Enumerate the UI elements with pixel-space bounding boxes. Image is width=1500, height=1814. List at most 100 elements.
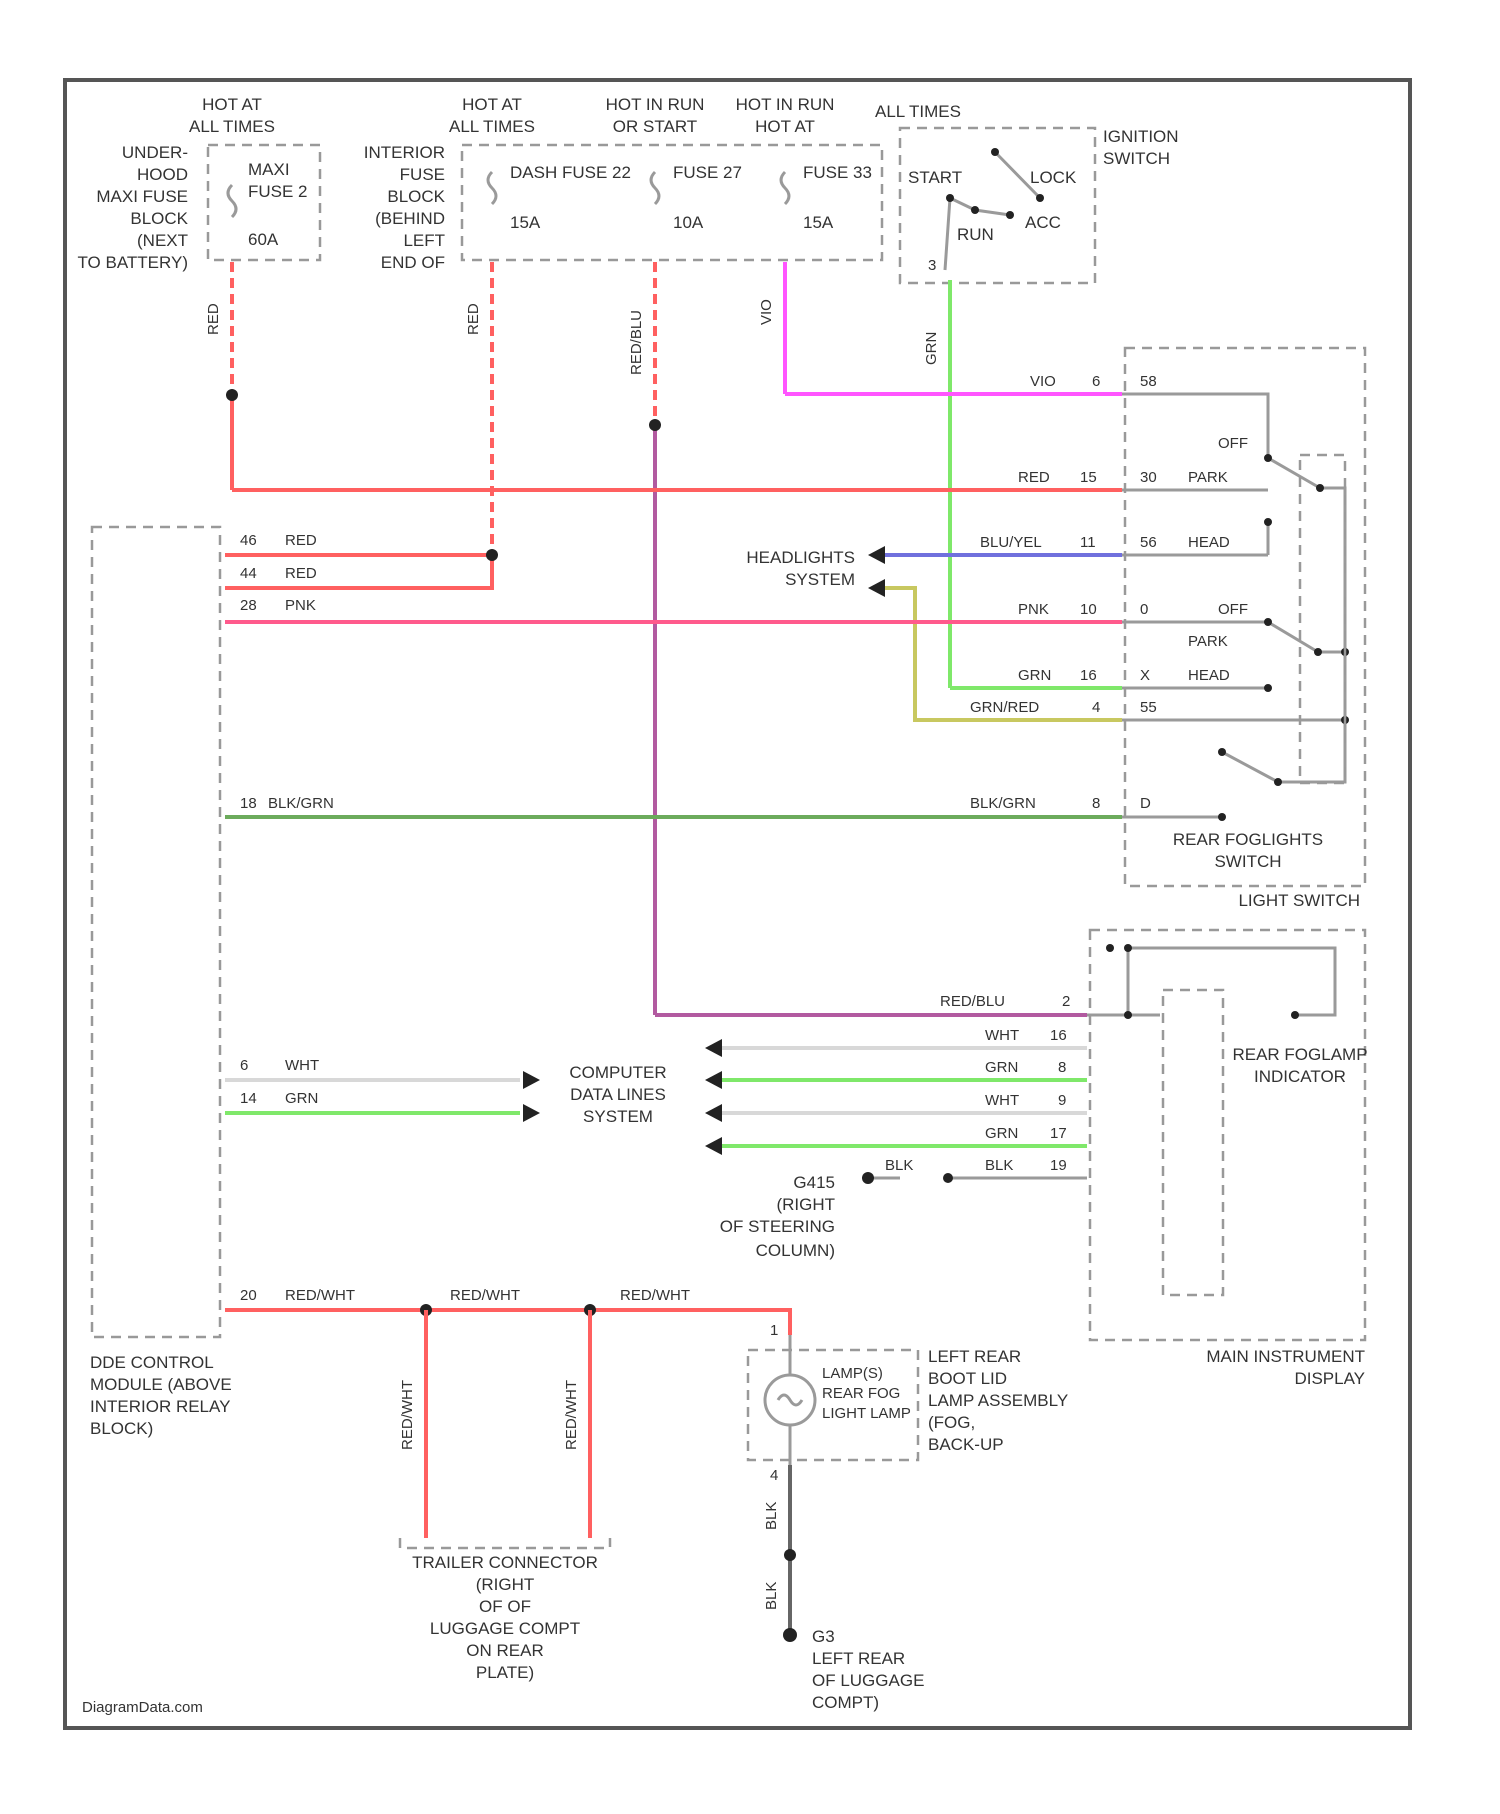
rear-foglights-switch-label: SWITCH <box>1214 852 1281 871</box>
indicator-node <box>1291 1011 1299 1019</box>
indicator-node <box>1106 944 1114 952</box>
wire-color-label: GRN <box>985 1125 1018 1142</box>
ignition-contact <box>1036 194 1044 202</box>
wire-red-wht-20 <box>225 1310 790 1335</box>
rear-foglamp-indicator-label: REAR FOGLAMP <box>1232 1045 1367 1064</box>
rear-foglamp-indicator-label: INDICATOR <box>1254 1067 1346 1086</box>
wire-color-label: BLK <box>763 1582 780 1610</box>
lamp-label: REAR FOG <box>822 1385 900 1402</box>
fuse-33-symbol <box>781 172 789 204</box>
data-line-arrow <box>705 1137 722 1155</box>
ground-g3-label: LEFT REAR <box>812 1649 905 1668</box>
dde-module-label: MODULE (ABOVE <box>90 1375 232 1394</box>
ignition-contact <box>1006 211 1014 219</box>
headlights-arrow <box>868 579 885 597</box>
underhood-fuse-block-label: (NEXT <box>137 231 188 250</box>
trailer-connector-label: TRAILER CONNECTOR <box>412 1553 598 1572</box>
data-line-arrow <box>705 1071 722 1089</box>
ignition-start-label: START <box>908 168 962 187</box>
fuse-22-rating: 15A <box>510 213 541 232</box>
ground-g3-label: G3 <box>812 1627 835 1646</box>
fuse-33-rating: 15A <box>803 213 834 232</box>
left-rear-lamp-assembly-label: LEFT REAR <box>928 1347 1021 1366</box>
wire-color-label: PNK <box>285 597 316 614</box>
dde-control-module-box <box>92 527 220 1337</box>
wire-color-label: RED/BLU <box>940 993 1005 1010</box>
switch-position-label: HEAD <box>1188 534 1230 551</box>
pin-label: 1 <box>770 1322 778 1339</box>
ignition-contact <box>971 206 979 214</box>
pin-label: 16 <box>1050 1027 1067 1044</box>
computer-data-lines-label: SYSTEM <box>583 1107 653 1126</box>
switch-contact <box>1264 454 1272 462</box>
left-rear-lamp-assembly-label: BACK-UP <box>928 1435 1004 1454</box>
wire-color-label: GRN <box>923 332 940 365</box>
switch-contact <box>1218 748 1226 756</box>
fuse-22-symbol <box>488 172 496 204</box>
rear-foglights-switch-label: REAR FOGLIGHTS <box>1173 830 1323 849</box>
ignition-lock-label: LOCK <box>1030 168 1077 187</box>
ignition-contact <box>946 194 954 202</box>
splice-node <box>226 389 238 401</box>
trailer-connector-label: PLATE) <box>476 1663 534 1682</box>
data-line-arrow <box>523 1071 540 1089</box>
wire-color-label: RED/WHT <box>563 1380 580 1450</box>
pin-label: 9 <box>1058 1092 1066 1109</box>
ignition-acc-label: ACC <box>1025 213 1061 232</box>
wire-color-label: RED/BLU <box>628 310 645 375</box>
wire-color-label: RED/WHT <box>620 1287 690 1304</box>
lamp-label: LIGHT LAMP <box>822 1405 911 1422</box>
pin-label: 10 <box>1080 601 1097 618</box>
light-switch-label: LIGHT SWITCH <box>1238 891 1360 910</box>
dde-module-label: DDE CONTROL <box>90 1353 214 1372</box>
headlights-system-label: SYSTEM <box>785 570 855 589</box>
switch-position-label: PARK <box>1188 633 1228 650</box>
switch-contact <box>1264 618 1272 626</box>
wire-color-label: GRN <box>285 1090 318 1107</box>
fuse-27-symbol <box>651 172 659 204</box>
interior-fuse-block-label: BLOCK <box>387 187 445 206</box>
headlights-system-label: HEADLIGHTS <box>746 548 855 567</box>
trailer-connector-label: OF OF <box>479 1597 531 1616</box>
pin-label: D <box>1140 795 1151 812</box>
pin-label: 19 <box>1050 1157 1067 1174</box>
dde-pin: 46 <box>240 532 257 549</box>
diagram-frame <box>65 80 1410 1728</box>
switch-position-label: OFF <box>1218 435 1248 452</box>
dde-pin: 6 <box>240 1057 248 1074</box>
pin-label: 56 <box>1140 534 1157 551</box>
wire-color-label: PNK <box>1018 601 1049 618</box>
hot-all-times-label: HOT AT <box>462 95 522 114</box>
main-instrument-display-box <box>1090 930 1365 1340</box>
ground-g415-label: OF STEERING <box>720 1217 835 1236</box>
ignition-pin-label: 3 <box>928 257 936 274</box>
ground-g3-label: COMPT) <box>812 1693 879 1712</box>
ground-g3-icon <box>783 1628 797 1642</box>
maxi-fuse-symbol <box>228 185 236 217</box>
dde-module-label: INTERIOR RELAY <box>90 1397 230 1416</box>
wire-color-label: BLK <box>985 1157 1013 1174</box>
all-times-label: ALL TIMES <box>875 102 961 121</box>
wire-color-label: WHT <box>285 1057 319 1074</box>
rear-foglamp-indicator-circuit <box>1087 948 1335 1015</box>
rear-foglights-switch-box <box>1300 455 1345 783</box>
switch-contact <box>1316 484 1324 492</box>
ground-node <box>784 1549 796 1561</box>
splice-node <box>649 419 661 431</box>
splice-node <box>486 549 498 561</box>
left-rear-lamp-assembly-label: LAMP ASSEMBLY <box>928 1391 1068 1410</box>
pin-label: 18 <box>240 795 257 812</box>
wire-color-label: GRN/RED <box>970 699 1039 716</box>
wire-color-label: RED/WHT <box>450 1287 520 1304</box>
wire-color-label: RED <box>285 532 317 549</box>
hot-all-times-label: ALL TIMES <box>449 117 535 136</box>
wire-red-44 <box>225 555 492 588</box>
underhood-fuse-block-label: TO BATTERY) <box>77 253 188 272</box>
underhood-fuse-block-label: HOOD <box>137 165 188 184</box>
left-rear-lamp-assembly-label: BOOT LID <box>928 1369 1007 1388</box>
maxi-fuse-rating: 60A <box>248 230 279 249</box>
main-instrument-display-label: DISPLAY <box>1294 1369 1365 1388</box>
pin-label: 6 <box>1092 373 1100 390</box>
trailer-connector-bracket <box>400 1538 610 1548</box>
